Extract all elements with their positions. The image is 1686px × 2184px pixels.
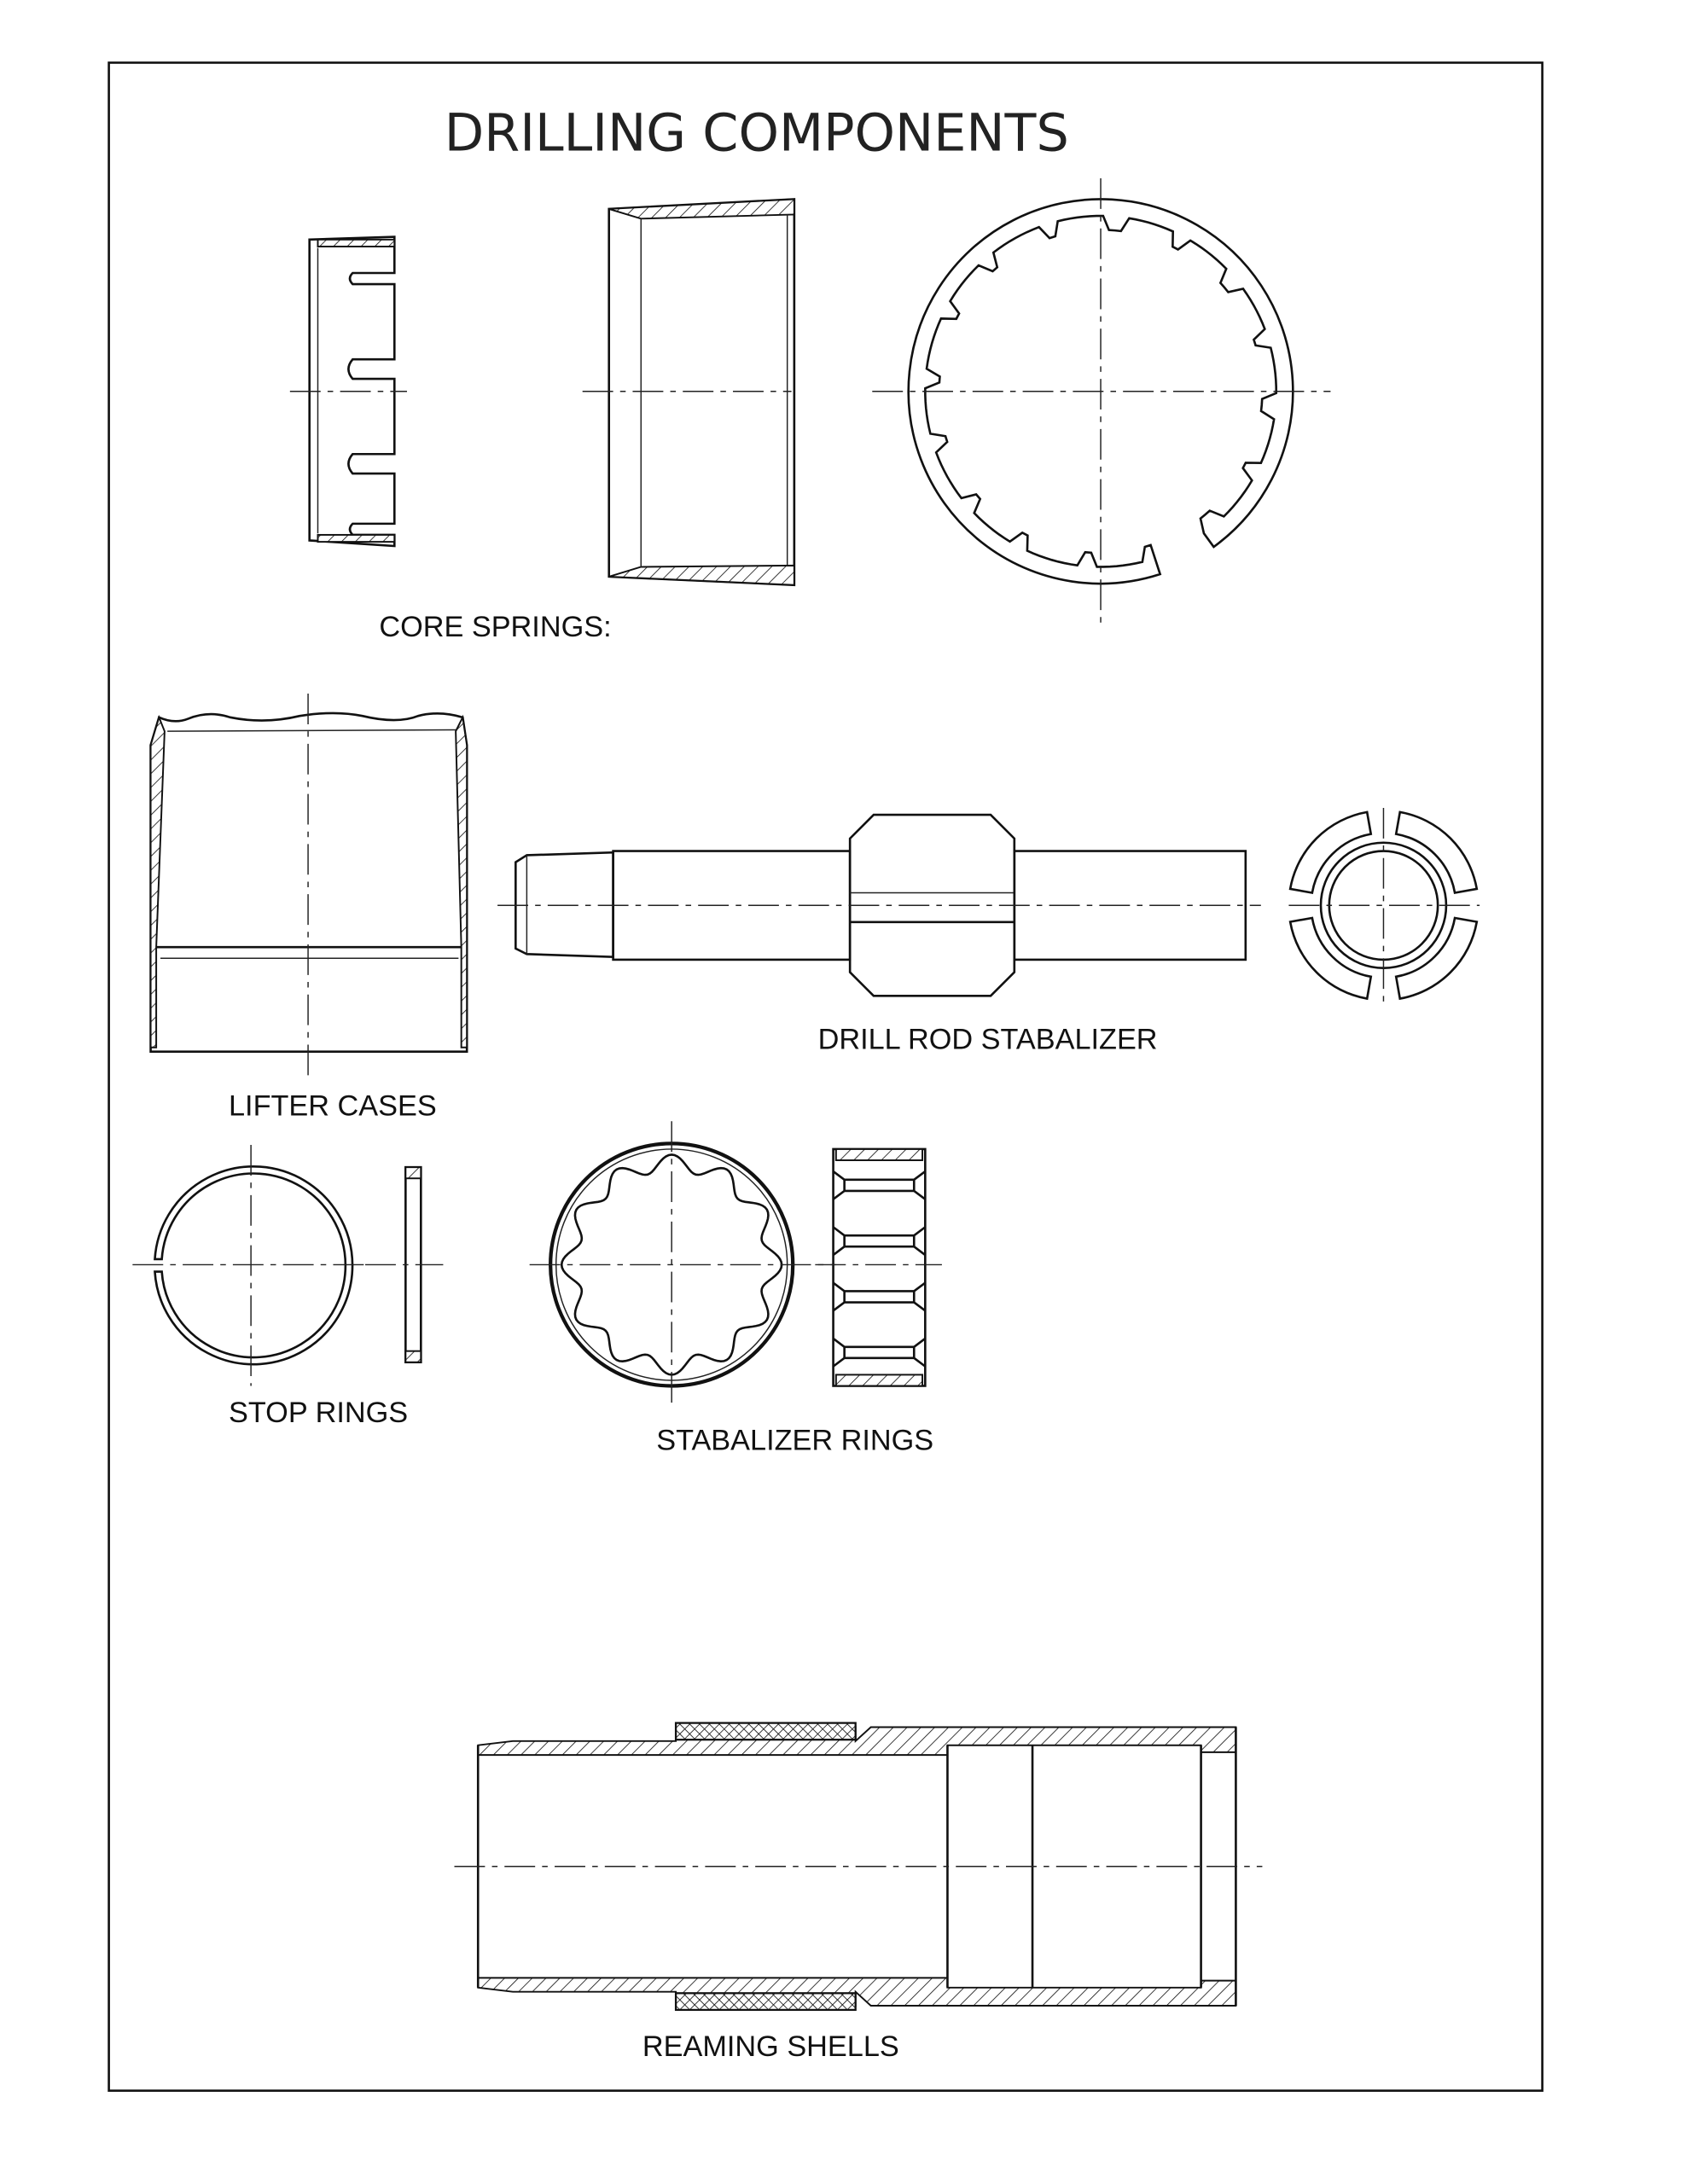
stabalizer-ring-rib — [832, 1170, 927, 1200]
reaming-shell-section — [454, 1722, 1263, 2012]
drill-rod-stabalizer-side-view — [497, 813, 1261, 997]
stabalizer-ring-side-view — [815, 1147, 942, 1387]
label-reaming-shells: REAMING SHELLS — [642, 2030, 899, 2063]
stabalizer-ring-rib — [832, 1226, 927, 1257]
label-drill-rod-stabalizer: DRILL ROD STABALIZER — [818, 1023, 1158, 1055]
stabalizer-ring-end-view — [529, 1121, 836, 1410]
stop-ring-end-view — [132, 1145, 365, 1386]
label-stabalizer-rings: STABALIZER RINGS — [656, 1425, 933, 1457]
drill-rod-stabalizer-end-view — [1288, 807, 1480, 1003]
drawing-title: DRILLING COMPONENTS — [445, 103, 1069, 163]
stabalizer-ring-rib — [832, 1281, 927, 1312]
stop-ring-side-view — [364, 1165, 444, 1364]
drawing-border — [108, 61, 1544, 2092]
lifter-case — [149, 694, 468, 1080]
core-spring-side-view — [289, 235, 407, 548]
label-lifter-cases: LIFTER CASES — [229, 1090, 437, 1123]
stabalizer-ring-rib — [832, 1337, 927, 1368]
label-core-springs: CORE SPRINGS: — [379, 611, 611, 643]
core-spring-tapered-view — [582, 198, 796, 587]
core-spring-end-view — [872, 177, 1331, 630]
label-stop-rings: STOP RINGS — [229, 1397, 408, 1429]
